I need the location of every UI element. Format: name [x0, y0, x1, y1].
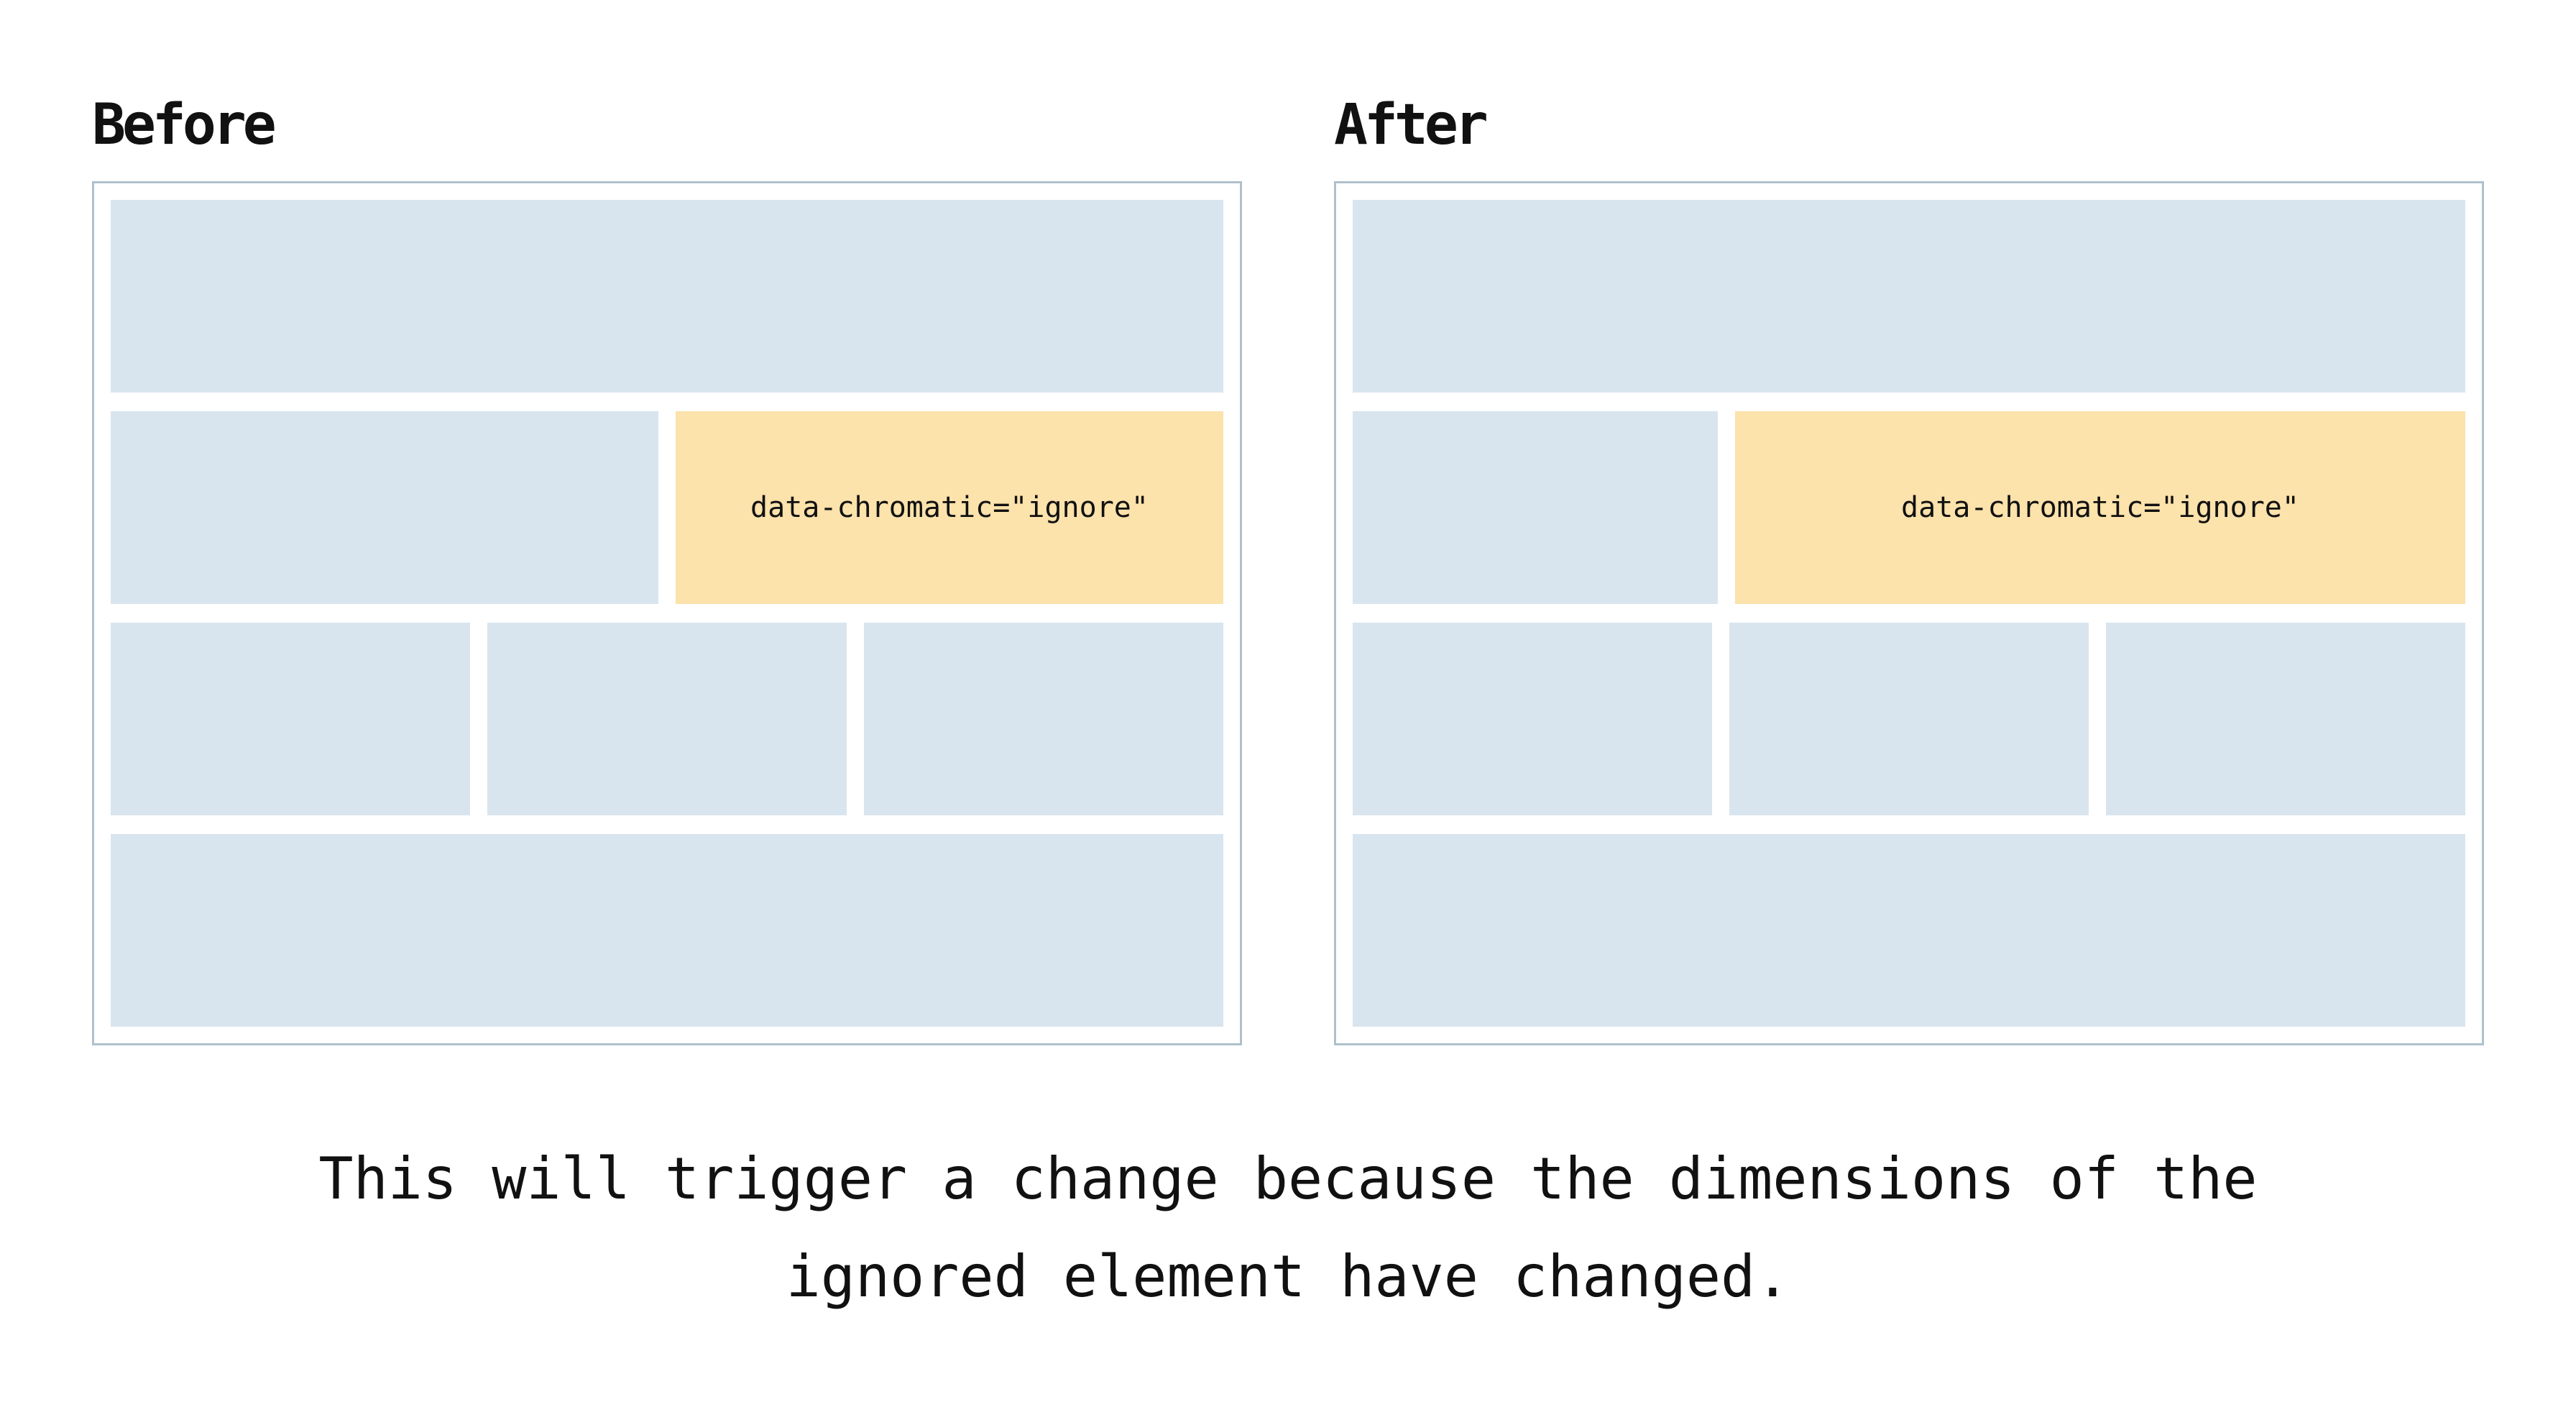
column-placeholder-block — [1729, 623, 2089, 815]
header-placeholder-block — [111, 200, 1223, 393]
before-panel: data-chromatic="ignore" — [92, 181, 1242, 1045]
column-placeholder-block — [1353, 623, 1712, 815]
footer-placeholder-block — [111, 834, 1223, 1027]
before-ignored-row: data-chromatic="ignore" — [111, 411, 1223, 604]
column-placeholder-block — [111, 623, 470, 815]
after-header-row — [1353, 200, 2465, 393]
ignored-element-block: data-chromatic="ignore" — [1735, 411, 2465, 604]
before-header-row — [111, 200, 1223, 393]
after-panel: data-chromatic="ignore" — [1334, 181, 2484, 1045]
figure-caption: This will trigger a change because the d… — [318, 1145, 2258, 1310]
column-placeholder-block — [2106, 623, 2465, 815]
after-footer-row — [1353, 834, 2465, 1027]
column-placeholder-block — [864, 623, 1223, 815]
ignored-element-block: data-chromatic="ignore" — [676, 411, 1223, 604]
column-placeholder-block — [487, 623, 847, 815]
content-placeholder-block — [111, 411, 658, 604]
before-columns-row — [111, 623, 1223, 815]
after-ignored-row: data-chromatic="ignore" — [1353, 411, 2465, 604]
content-placeholder-block — [1353, 411, 1718, 604]
before-footer-row — [111, 834, 1223, 1027]
footer-placeholder-block — [1353, 834, 2465, 1027]
after-columns-row — [1353, 623, 2465, 815]
header-placeholder-block — [1353, 200, 2465, 393]
before-panel-title: Before — [92, 93, 277, 157]
after-panel-title: After — [1334, 93, 1489, 157]
